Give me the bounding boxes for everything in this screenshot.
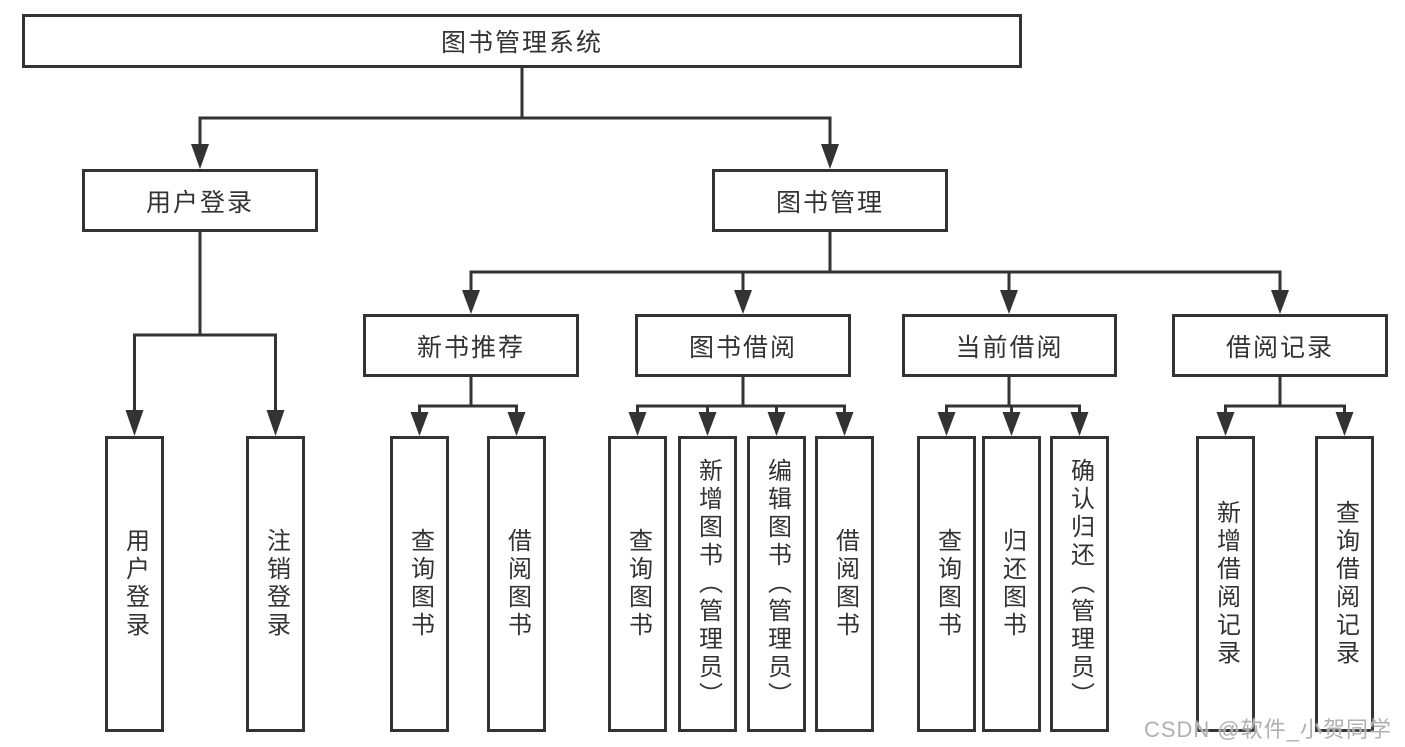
node-current-borrow: 当前借阅 xyxy=(902,314,1117,377)
leaf-user-login: 用户登录 xyxy=(105,436,164,732)
leaf-add-books-admin: 新增图书（管理员） xyxy=(678,436,737,732)
leaf-add-borrow-record: 新增借阅记录 xyxy=(1196,436,1255,732)
leaf-query-books-recommend: 查询图书 xyxy=(390,436,449,732)
node-book-management: 图书管理 xyxy=(712,169,948,232)
node-book-borrow: 图书借阅 xyxy=(635,314,851,377)
node-new-book-recommend: 新书推荐 xyxy=(363,314,579,377)
leaf-query-books-current: 查询图书 xyxy=(917,436,976,732)
csdn-watermark: CSDN @软件_小贺同学 xyxy=(1143,717,1392,742)
leaf-borrow-books-recommend: 借阅图书 xyxy=(487,436,546,732)
leaf-return-books: 归还图书 xyxy=(982,436,1041,732)
node-library-management-system: 图书管理系统 xyxy=(22,14,1022,68)
leaf-logout: 注销登录 xyxy=(246,436,305,732)
node-borrow-records: 借阅记录 xyxy=(1172,314,1388,377)
leaf-query-books-borrow: 查询图书 xyxy=(608,436,667,732)
leaf-borrow-books: 借阅图书 xyxy=(815,436,874,732)
leaf-edit-books-admin: 编辑图书（管理员） xyxy=(747,436,806,732)
leaf-confirm-return-admin: 确认归还（管理员） xyxy=(1050,436,1109,732)
node-user-login: 用户登录 xyxy=(82,169,318,232)
leaf-query-borrow-record: 查询借阅记录 xyxy=(1315,436,1374,732)
